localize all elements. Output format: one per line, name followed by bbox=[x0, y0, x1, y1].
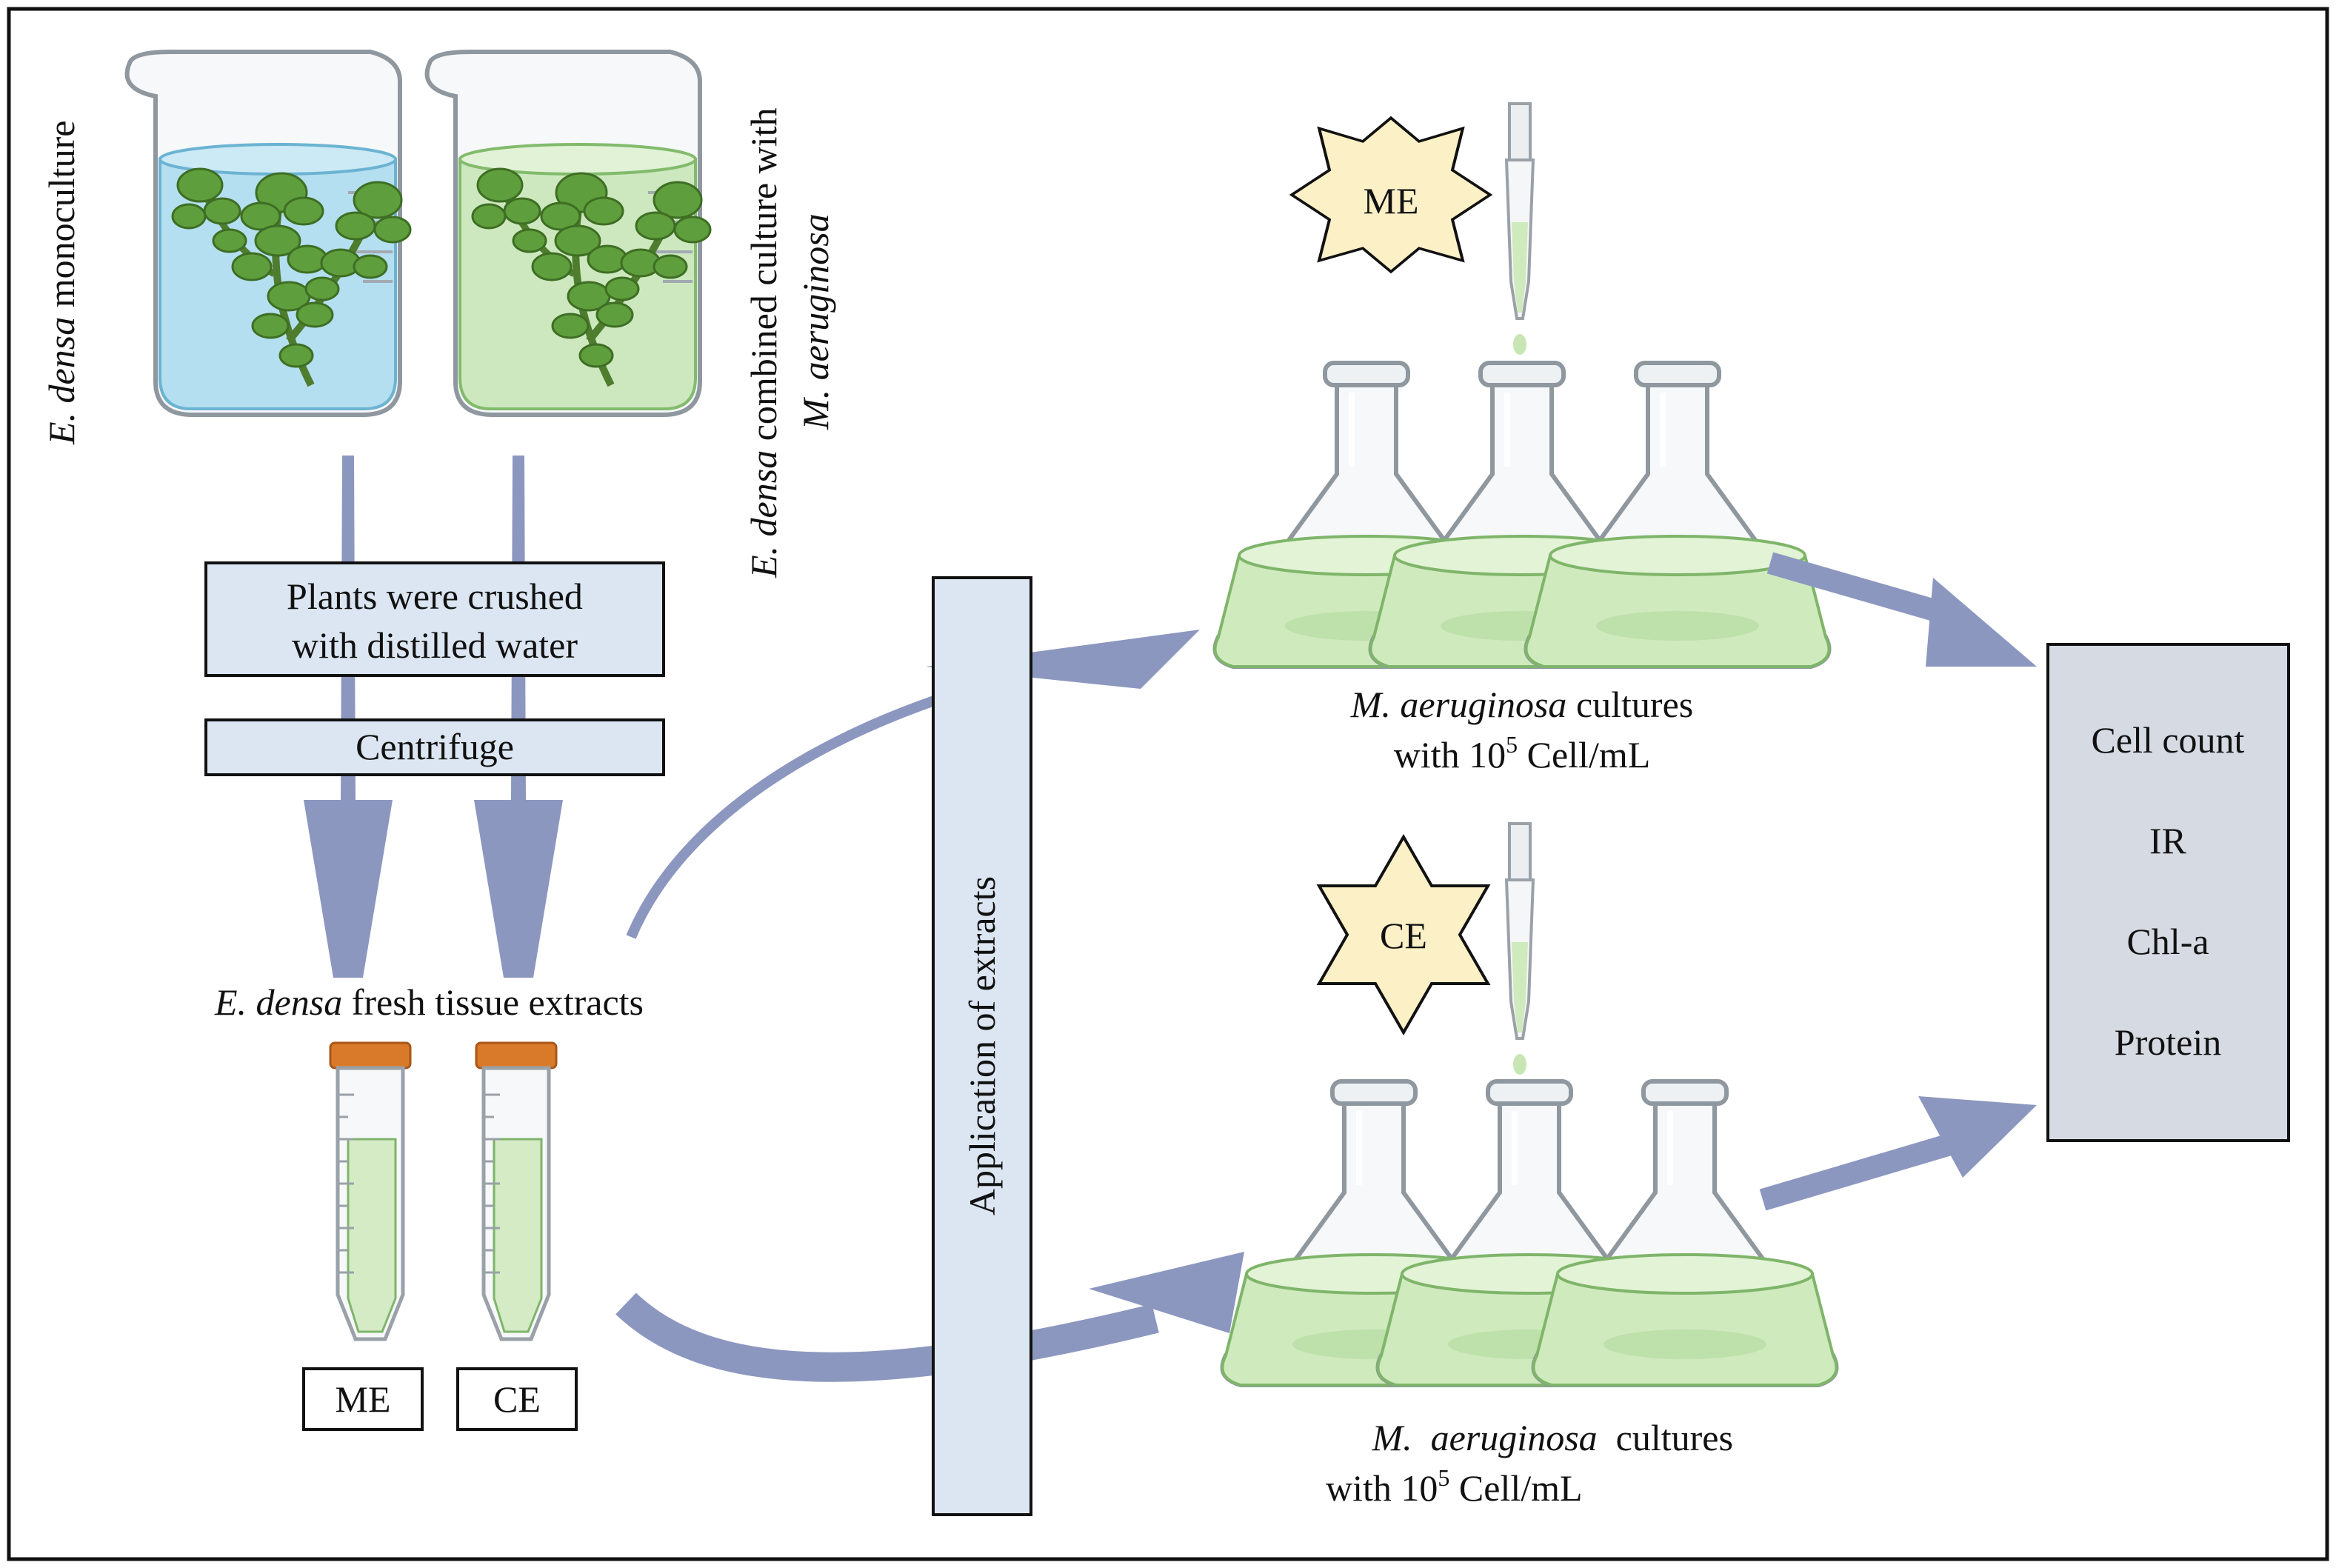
application-label: Application of extracts bbox=[961, 876, 1003, 1215]
result-item: Chl-a bbox=[2126, 921, 2209, 962]
cultures-top-line2: with 105 Cell/mL bbox=[1394, 731, 1651, 775]
tube-me-label-box bbox=[302, 1367, 424, 1431]
tube-ce-label: CE bbox=[493, 1378, 541, 1420]
tube-me bbox=[330, 1043, 410, 1339]
pipette-bottom bbox=[1505, 822, 1535, 1076]
cultures-top-line1: M. aeruginosa cultures bbox=[1350, 684, 1693, 725]
star-me-label: ME bbox=[1364, 180, 1419, 221]
step-centrifuge-label: Centrifuge bbox=[356, 726, 514, 767]
tube-ce bbox=[476, 1043, 556, 1339]
down-arrow-right bbox=[474, 456, 563, 978]
cultures-bottom-line1: M. aeruginosa cultures bbox=[1326, 1417, 1761, 1458]
result-item: Cell count bbox=[2092, 719, 2245, 761]
curved-arrow-down bbox=[615, 1252, 1244, 1382]
step-crush-box bbox=[204, 561, 665, 677]
curved-arrow-up bbox=[626, 630, 1200, 939]
arrow-to-results-bottom bbox=[1759, 1096, 2037, 1211]
step-crush-line1: Plants were crushed bbox=[287, 576, 583, 617]
tube-me-label: ME bbox=[336, 1378, 391, 1420]
result-item: Protein bbox=[2115, 1021, 2221, 1063]
beaker-monoculture bbox=[124, 50, 410, 417]
star-ce-label: CE bbox=[1380, 915, 1427, 956]
combined-label-line2: M. aeruginosa bbox=[795, 213, 836, 430]
cultures-bottom-line2: with 105 Cell/mL bbox=[1326, 1464, 1583, 1509]
star-ce-shape bbox=[1316, 833, 1491, 1036]
down-arrow-left bbox=[304, 456, 393, 978]
extracts-label: E. densa fresh tissue extracts bbox=[214, 981, 644, 1023]
combined-label-line1: E. densa combined culture with bbox=[743, 107, 784, 578]
results-box bbox=[2046, 643, 2290, 1142]
arrow-to-results-top bbox=[1766, 552, 2037, 667]
application-box bbox=[932, 576, 1032, 1516]
result-item: IR bbox=[2149, 820, 2187, 861]
tube-ce-label-box bbox=[456, 1367, 578, 1431]
step-crush-line2: with distilled water bbox=[292, 624, 578, 666]
monoculture-label: E. densa monoculture bbox=[41, 121, 82, 445]
beaker-combined bbox=[424, 50, 710, 417]
star-me-shape bbox=[1289, 116, 1493, 274]
figure-border bbox=[7, 7, 2329, 1561]
pipette-top bbox=[1505, 102, 1535, 356]
step-centrifuge-box bbox=[204, 718, 665, 776]
